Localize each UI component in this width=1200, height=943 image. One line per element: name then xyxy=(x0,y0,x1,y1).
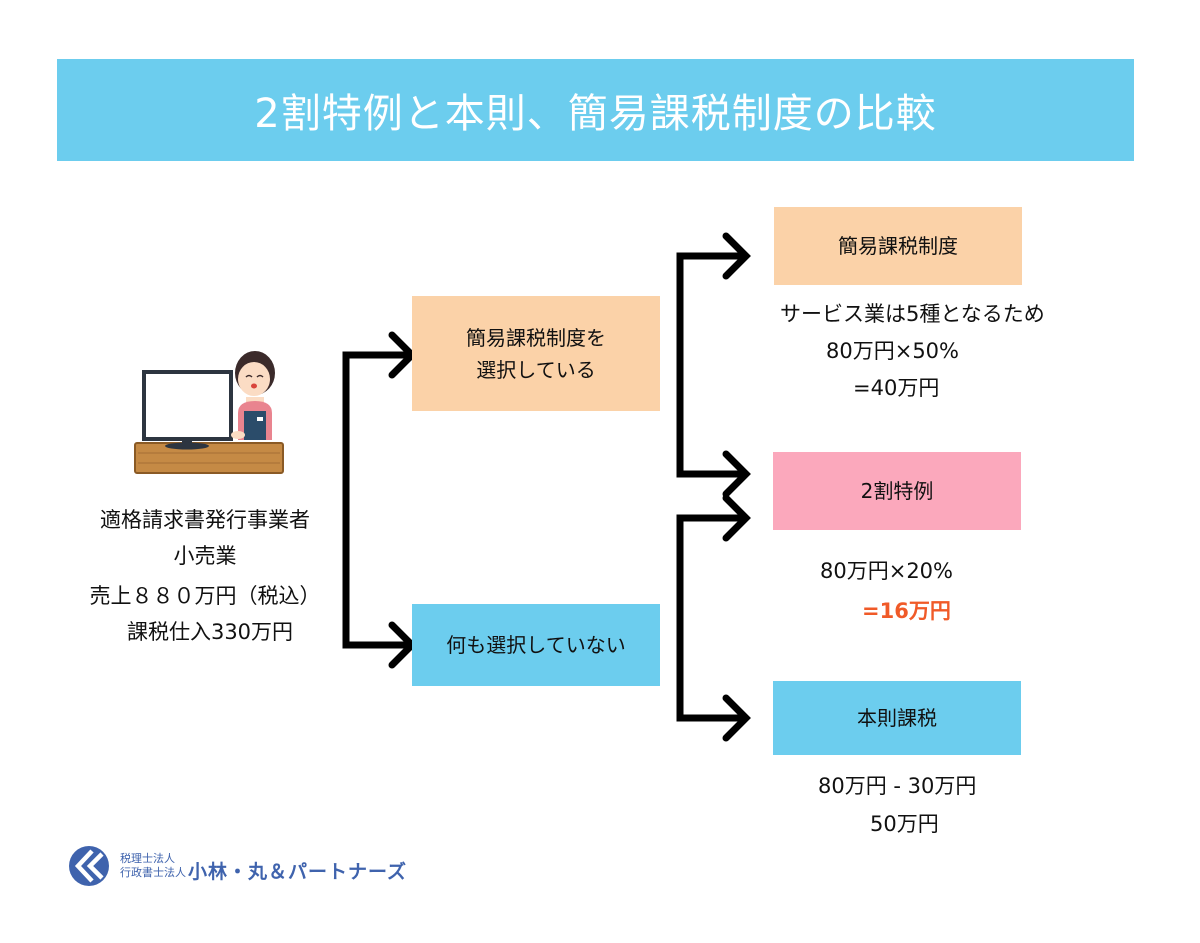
choice-kani-line1: 簡易課税制度を xyxy=(466,325,606,350)
chevron-left-double-logo-icon xyxy=(69,846,109,886)
result-honsoku-box: 本則課税 xyxy=(773,681,1021,755)
shopkeeper-at-monitor-illustration xyxy=(134,351,284,474)
company-logo: 税理士法人 行政書士法人 小林・丸＆パートナーズ xyxy=(68,845,407,887)
niwari-calc-line1: 80万円×20% xyxy=(820,559,953,583)
result-kani-label: 簡易課税制度 xyxy=(838,234,958,258)
honsoku-calculation: 80万円 - 30万円 50万円 xyxy=(780,767,1020,843)
connector-lower-right-bracket xyxy=(676,514,749,722)
choice-nothing-label: 何も選択していない xyxy=(446,633,626,657)
business-industry-label: 小売業 xyxy=(173,544,237,568)
business-sales-label: 売上８８０万円（税込） xyxy=(89,584,321,608)
choice-kani-line2: 選択している xyxy=(476,357,596,382)
result-niwari-label: 2割特例 xyxy=(860,479,934,503)
connector-left-bracket xyxy=(342,351,414,649)
choice-nothing-selected: 何も選択していない xyxy=(412,604,660,686)
logo-sub2: 行政書士法人 xyxy=(120,866,186,879)
kani-calculation: サービス業は5種となるため 80万円×50% =40万円 xyxy=(770,296,1090,407)
logo-sub1: 税理士法人 xyxy=(120,852,175,865)
business-description: 適格請求書発行事業者 小売業 売上８８０万円（税込） 課税仕入330万円 xyxy=(70,502,340,650)
result-honsoku-label: 本則課税 xyxy=(857,706,937,730)
niwari-calc-result: =16万円 xyxy=(862,599,951,623)
arrow-head-to-honsoku xyxy=(722,694,751,742)
kani-calc-line2: 80万円×50% xyxy=(826,339,959,363)
honsoku-calc-line2: 50万円 xyxy=(870,812,939,836)
choice-kani-selected: 簡易課税制度を 選択している xyxy=(412,296,660,411)
connector-upper-right-bracket xyxy=(676,252,749,478)
result-niwari-box: 2割特例 xyxy=(773,452,1021,530)
result-kani-box: 簡易課税制度 xyxy=(774,207,1022,285)
honsoku-calc-line1: 80万円 - 30万円 xyxy=(818,774,977,798)
arrow-head-to-kani-result xyxy=(722,232,751,280)
kani-calc-line3: =40万円 xyxy=(853,376,940,400)
business-type-label: 適格請求書発行事業者 xyxy=(100,508,310,532)
page-title: 2割特例と本則、簡易課税制度の比較 xyxy=(254,91,937,137)
niwari-calculation: 80万円×20% =16万円 xyxy=(780,551,1020,631)
arrow-head-to-niwari-lower xyxy=(722,494,751,542)
logo-subtitle: 税理士法人 行政書士法人 xyxy=(120,852,186,880)
logo-company-name: 小林・丸＆パートナーズ xyxy=(188,860,408,883)
kani-calc-line1: サービス業は5種となるため xyxy=(780,302,1045,326)
arrow-head-to-niwari-upper xyxy=(722,450,751,498)
title-banner: 2割特例と本則、簡易課税制度の比較 xyxy=(57,59,1134,161)
business-purchases-label: 課税仕入330万円 xyxy=(126,620,294,644)
